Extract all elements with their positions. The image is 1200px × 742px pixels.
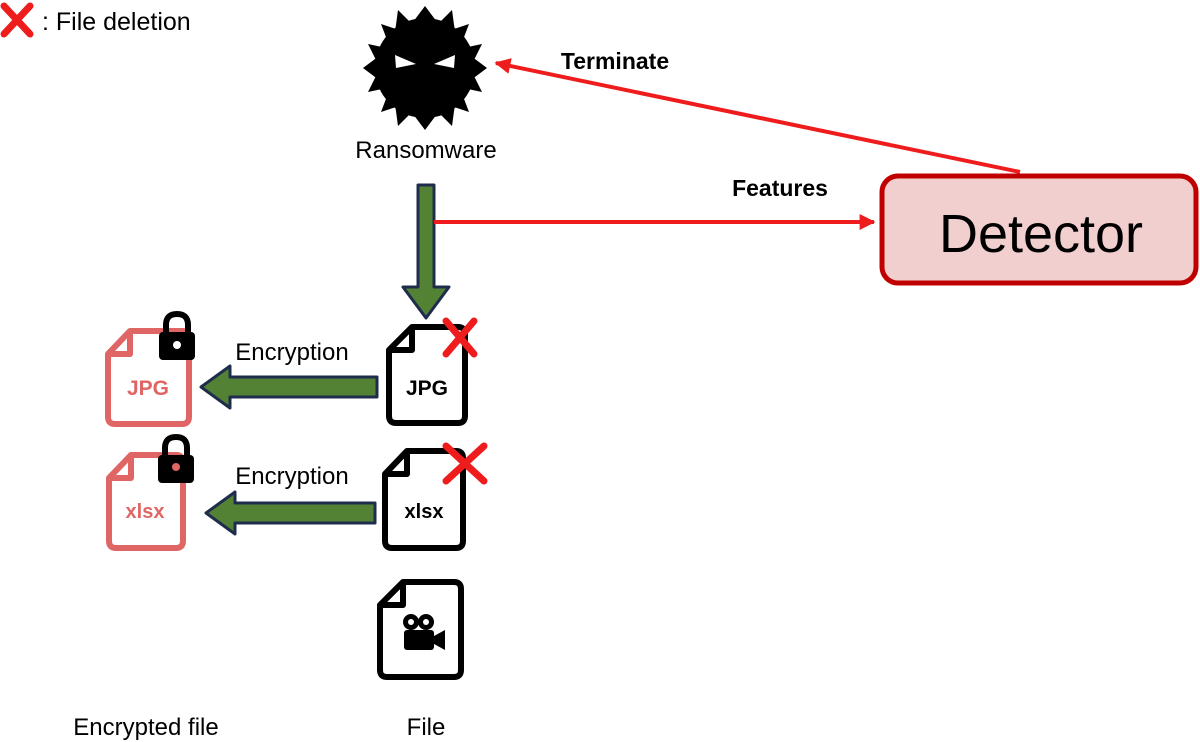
terminate-label: Terminate bbox=[561, 48, 669, 74]
encrypted-file-jpg: JPG bbox=[105, 310, 195, 427]
encryption-label: Encryption bbox=[235, 463, 348, 490]
download-arrow bbox=[401, 183, 451, 320]
legend-text: : File deletion bbox=[42, 8, 191, 36]
file-type-label: JPG bbox=[127, 377, 169, 400]
legend: : File deletion bbox=[0, 2, 191, 38]
file-type-label: xlsx bbox=[126, 501, 165, 523]
file-caption: File bbox=[407, 714, 446, 741]
virus-blob-icon bbox=[363, 6, 487, 130]
file-type-label: JPG bbox=[406, 377, 448, 400]
encrypted-file-xlsx: xlsx bbox=[106, 433, 194, 551]
detector-label: Detector bbox=[939, 204, 1143, 264]
red-x-icon bbox=[442, 317, 478, 358]
encrypted-file-caption: Encrypted file bbox=[73, 714, 218, 741]
video-camera-icon bbox=[403, 614, 445, 650]
file-type-label: xlsx bbox=[405, 501, 444, 523]
detector-box: Detector bbox=[879, 173, 1199, 286]
red-x-icon bbox=[0, 2, 34, 38]
file-xlsx: xlsx bbox=[382, 442, 488, 551]
ransomware-label: Ransomware bbox=[355, 137, 496, 164]
padlock-icon bbox=[159, 310, 195, 360]
encryption-arrow-jpg bbox=[199, 364, 379, 410]
file-jpg: JPG bbox=[386, 317, 478, 426]
red-x-icon bbox=[442, 442, 488, 485]
features-label: Features bbox=[732, 175, 828, 201]
padlock-icon bbox=[158, 433, 194, 483]
terminate-arrow bbox=[494, 58, 1021, 174]
encryption-label: Encryption bbox=[235, 339, 348, 366]
encryption-arrow-xlsx bbox=[204, 490, 377, 536]
file-video bbox=[377, 579, 464, 680]
